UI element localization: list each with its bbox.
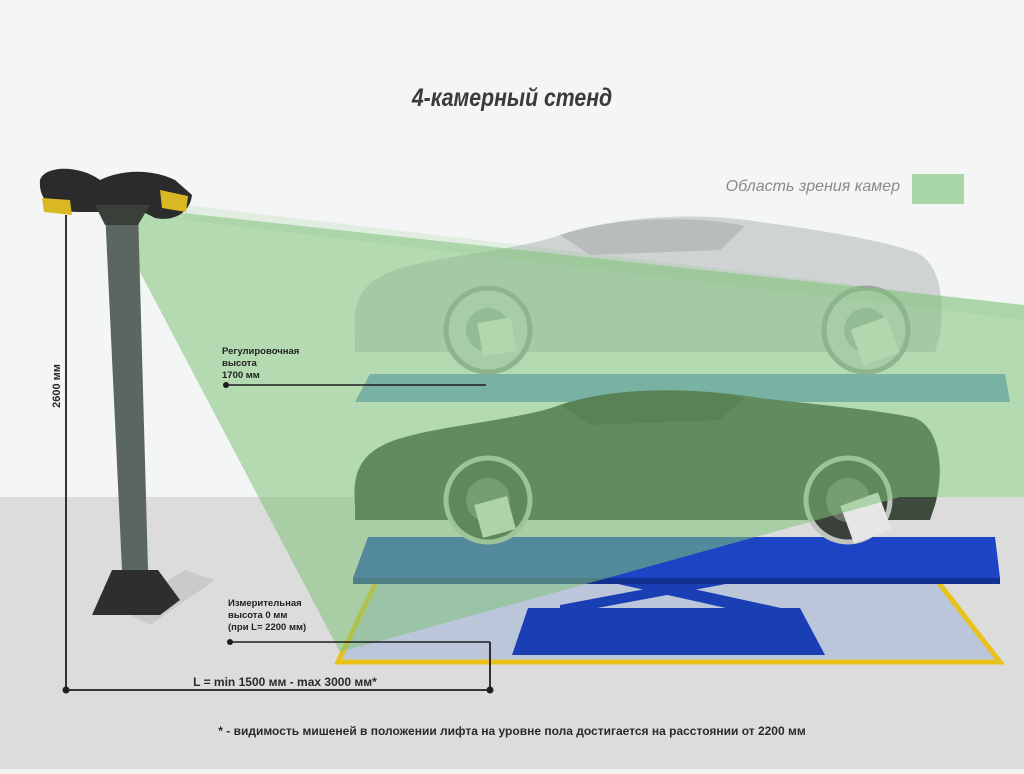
- annotation-measure-line-3: (при L= 2200 мм): [228, 622, 307, 633]
- legend-swatch: [912, 174, 964, 204]
- annotation-measure-height: Измерительная высота 0 мм (при L= 2200 м…: [228, 598, 378, 634]
- legend-label: Область зрения камер: [725, 178, 900, 195]
- footnote: * - видимость мишеней в положении лифта …: [218, 724, 806, 738]
- annotation-measure-line-2: высота 0 мм: [228, 610, 288, 621]
- dimension-vertical-label: 2600 мм: [51, 364, 63, 408]
- camera-head: [39, 168, 193, 225]
- annotation-adjust-line-2: высота: [222, 358, 257, 369]
- annotation-measure-line-1: Измерительная: [228, 598, 302, 609]
- camera-fov-top-edge: [185, 205, 1024, 320]
- diagram-title: 4-камерный стенд: [411, 84, 613, 112]
- dimension-horizontal-label: L = min 1500 мм - max 3000 мм*: [193, 675, 377, 689]
- camera-pole: [105, 210, 148, 570]
- camera-stand-base: [92, 570, 180, 615]
- annotation-adjust-line-1: Регулировочная: [222, 346, 300, 357]
- lift-base: [512, 608, 825, 655]
- annotation-adjust-line-3: 1700 мм: [222, 370, 260, 381]
- annotation-adjust-height: Регулировочная высота 1700 мм: [222, 346, 352, 382]
- camera-field-of-view: [110, 205, 1024, 652]
